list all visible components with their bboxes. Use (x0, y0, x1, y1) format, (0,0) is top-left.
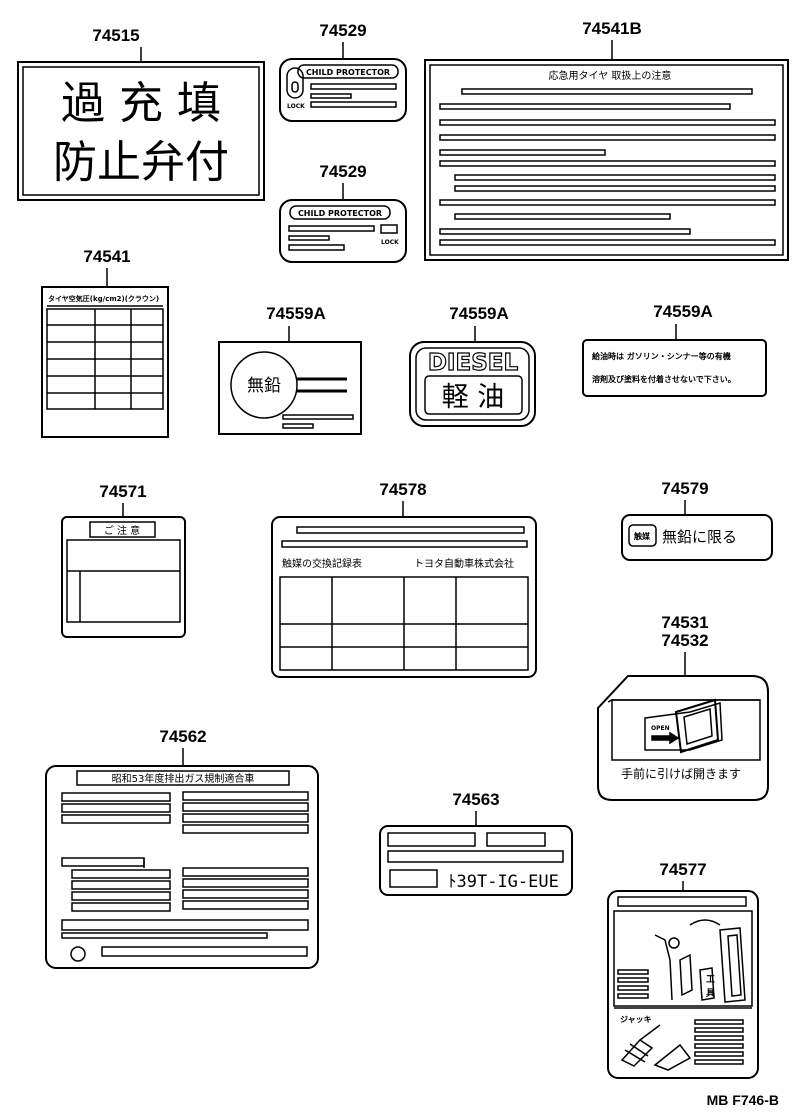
label-74579: 74579 触媒 無鉛に限る (621, 479, 773, 561)
caution-text: ご 注 意 (104, 524, 140, 537)
lock-text-top: LOCK (287, 103, 305, 110)
part-number-74531: 74531 (661, 613, 708, 632)
toyota-corp-text: トヨタ自動車株式会社 (414, 557, 514, 570)
overfill-text-line1: 過 充 填 (61, 78, 221, 129)
part-number-74563: 74563 (452, 790, 499, 809)
label-74529-top: 74529 CHILD PROTECTOR LOCK (279, 21, 407, 122)
arrow-right-icon (651, 731, 680, 745)
label-74577: 74577 工 具 ジャッキ (607, 860, 759, 1079)
part-number-74571: 74571 (99, 482, 146, 501)
part-number-74559A-2: 74559A (449, 304, 509, 323)
wrench-icon (668, 937, 680, 949)
fuel-lid-illustration: OPEN (644, 698, 723, 754)
part-number-74559A-3: 74559A (653, 302, 713, 321)
diagram-code: MB F746-B (707, 1092, 779, 1108)
catalyst-record-text: 触媒の交換記録表 (282, 557, 362, 570)
catalyst-text: 触媒 (634, 531, 651, 541)
label-74541B: 74541B 応急用タイヤ 取扱上の注意 (424, 19, 789, 261)
label-74515: 74515 過 充 填 防止弁付 (17, 26, 265, 201)
part-number-74562: 74562 (159, 727, 206, 746)
fuel-warn-line1: 給油時は ガソリン・シンナー等の有機 (592, 351, 731, 361)
tire-pressure-header: タイヤ空気圧(kg/cm2)(クラウン) (48, 294, 159, 303)
label-74531-74532: 74531 74532 OPEN 手前に引けば開きます (597, 613, 769, 801)
part-number-74541: 74541 (83, 247, 130, 266)
child-protector-text-bottom: CHILD PROTECTOR (298, 209, 382, 218)
part-number-74577: 74577 (659, 860, 706, 879)
label-74541: 74541 タイヤ空気圧(kg/cm2)(クラウン) (41, 247, 169, 438)
part-number-74532: 74532 (661, 631, 708, 650)
label-74559A-fuel-warning: 74559A 給油時は ガソリン・シンナー等の有機 溶剤及び塗料を付着させないで… (582, 302, 767, 397)
label-74559A-unleaded: 74559A 無鉛 (218, 304, 362, 435)
diesel-text: DIESEL (428, 350, 519, 376)
label-74563: 74563 ﾄ39T-IG-EUE (379, 790, 573, 896)
emission-title: 昭和53年度排出ガス規制適合車 (112, 772, 255, 785)
part-number-74529-top: 74529 (319, 21, 366, 40)
part-number-74579: 74579 (661, 479, 708, 498)
unleaded-only-text: 無鉛に限る (662, 528, 737, 546)
part-number-74529-bottom: 74529 (319, 162, 366, 181)
label-74559A-diesel: 74559A DIESEL 軽 油 (409, 304, 536, 427)
svg-text:工: 工 (706, 974, 715, 985)
label-74571: 74571 ご 注 意 (61, 482, 186, 638)
fuel-warn-line2: 溶剤及び塗料を付着させないで下さい。 (592, 374, 736, 384)
lock-text-bottom: LOCK (381, 239, 399, 246)
tool-kit-illustration: 工 具 (654, 919, 746, 1003)
svg-text:具: 具 (705, 988, 715, 999)
jack-text: ジャッキ (620, 1015, 652, 1024)
emission-badge-icon (70, 946, 86, 962)
label-74562: 74562 昭和53年度排出ガス規制適合車 (45, 727, 319, 969)
jack-illustration (620, 1024, 692, 1071)
child-protector-text-top: CHILD PROTECTOR (306, 68, 390, 77)
part-number-74559A-1: 74559A (266, 304, 326, 323)
overfill-text-line2: 防止弁付 (53, 137, 229, 188)
part-number-74541B: 74541B (582, 19, 642, 38)
open-text: OPEN (651, 725, 670, 732)
diesel-jp-text: 軽 油 (442, 382, 505, 413)
pull-to-open-text: 手前に引けば開きます (621, 766, 741, 781)
unleaded-circle-text: 無鉛 (247, 376, 281, 396)
part-number-74515: 74515 (92, 26, 139, 45)
spare-tire-title: 応急用タイヤ 取扱上の注意 (549, 69, 672, 82)
engine-code-text: ﾄ39T-IG-EUE (448, 872, 559, 892)
spare-tire-text-lines (439, 88, 776, 246)
label-74578: 74578 触媒の交換記録表 トヨタ自動車株式会社 (271, 480, 537, 678)
label-74529-bottom: 74529 CHILD PROTECTOR LOCK (279, 162, 407, 263)
part-number-74578: 74578 (379, 480, 426, 499)
